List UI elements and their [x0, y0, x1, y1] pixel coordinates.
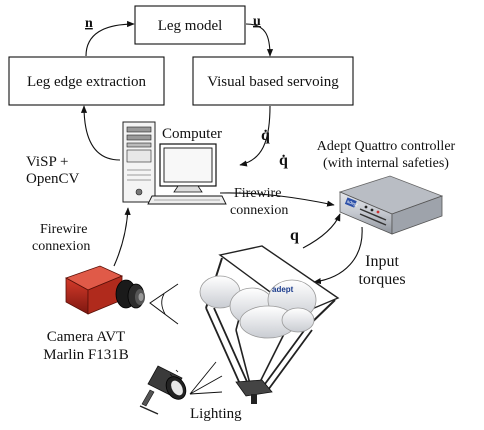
controller-brand: adept [346, 199, 359, 208]
visual-servoing-box: Visual based servoing [192, 56, 354, 106]
leg-edge-extraction-label: Leg edge extraction [27, 74, 147, 90]
lighting-label: Lighting [190, 406, 242, 422]
camera-label-2: Marlin F131B [43, 347, 128, 363]
visp-label-1: ViSP + [26, 154, 68, 170]
signal-q: q [290, 227, 299, 244]
camera-label-1: Camera AVT [47, 329, 125, 345]
computer-icon [122, 121, 227, 205]
arrow-controller-to-robot [313, 226, 363, 285]
signal-qdot-servo: q̇ [261, 127, 270, 144]
lighting-icon [139, 361, 223, 415]
controller-icon: adept [338, 175, 444, 235]
arrow-qdot-servo [239, 105, 271, 167]
robot-brand: adept [272, 285, 294, 294]
firewire-right-label-1: Firewire [234, 186, 281, 201]
input-torques-label-2: torques [358, 271, 405, 288]
firewire-right-label-2: connexion [230, 203, 288, 218]
leg-model-box: Leg model [134, 5, 246, 45]
arrow-n [85, 20, 135, 57]
firewire-left-label-1: Firewire [40, 222, 87, 237]
controller-label-1: Adept Quattro controller [317, 139, 456, 154]
input-torques-label-1: Input [365, 253, 399, 270]
leg-edge-extraction-box: Leg edge extraction [8, 56, 165, 106]
arrow-computer-to-controller [219, 192, 335, 207]
arrow-camera-to-computer [113, 207, 131, 267]
computer-label: Computer [162, 126, 222, 142]
signal-n: n [85, 16, 93, 31]
visp-label-2: OpenCV [26, 171, 79, 187]
visual-servoing-label: Visual based servoing [207, 74, 339, 90]
camera-icon [65, 265, 179, 325]
signal-qdot-controller: q̇ [279, 152, 288, 169]
arrow-robot-to-controller [302, 213, 341, 249]
arrow-u [245, 23, 274, 57]
firewire-left-label-2: connexion [32, 239, 90, 254]
signal-u: u [253, 14, 261, 29]
controller-label-2: (with internal safeties) [323, 156, 449, 171]
leg-model-label: Leg model [158, 18, 223, 34]
robot-icon: adept [199, 245, 340, 404]
arrow-computer-to-extraction [80, 105, 121, 161]
